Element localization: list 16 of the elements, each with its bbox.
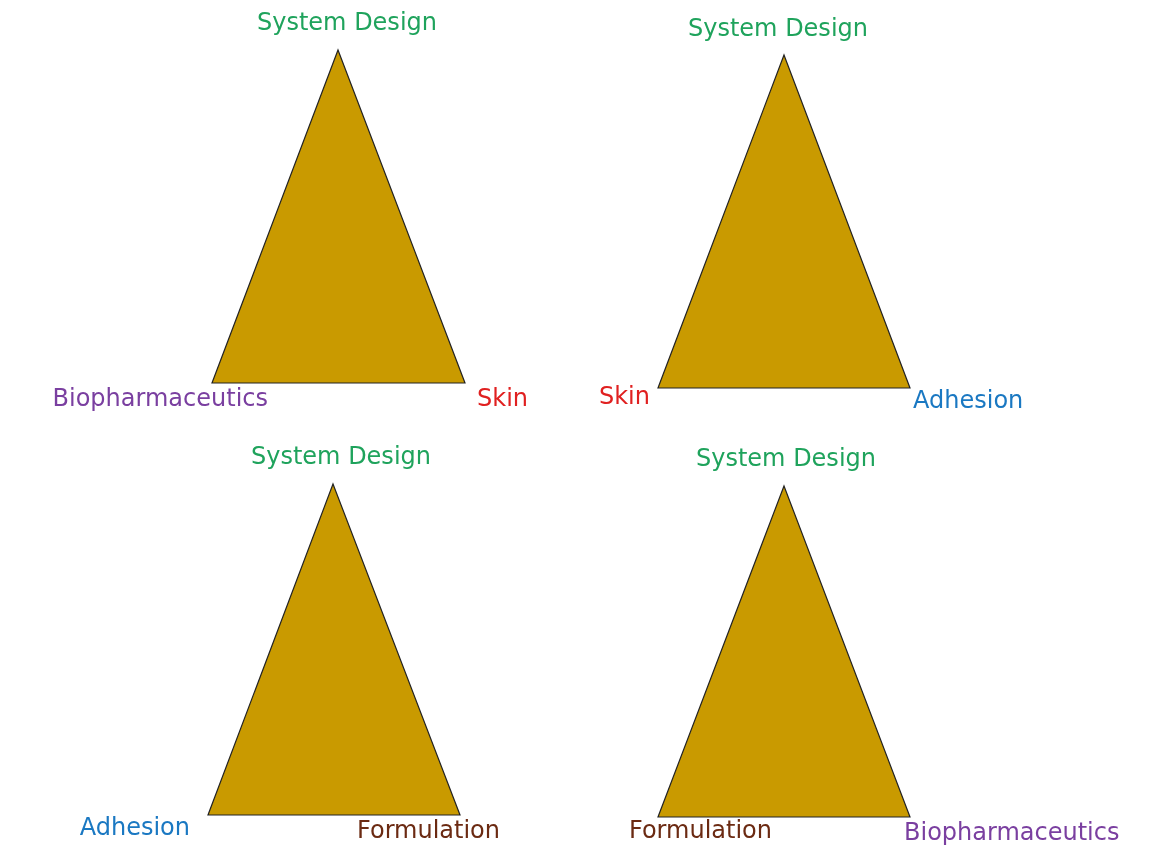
- triangle: [657, 484, 911, 818]
- triangle: [207, 482, 461, 816]
- triangle: [657, 53, 911, 389]
- vertex-label: Skin: [477, 384, 528, 412]
- vertex-label: Adhesion: [79, 813, 190, 841]
- vertex-label: Formulation: [357, 816, 500, 844]
- vertex-label: System Design: [688, 14, 868, 42]
- vertex-label: Adhesion: [913, 386, 1024, 414]
- triangle: [211, 48, 466, 384]
- vertex-label: System Design: [251, 442, 431, 470]
- vertex-label: Biopharmaceutics: [52, 384, 268, 412]
- vertex-label: System Design: [696, 444, 876, 472]
- vertex-label: Skin: [599, 382, 650, 410]
- vertex-label: System Design: [257, 8, 437, 36]
- vertex-label: Formulation: [629, 816, 772, 844]
- vertex-label: Biopharmaceutics: [904, 818, 1120, 846]
